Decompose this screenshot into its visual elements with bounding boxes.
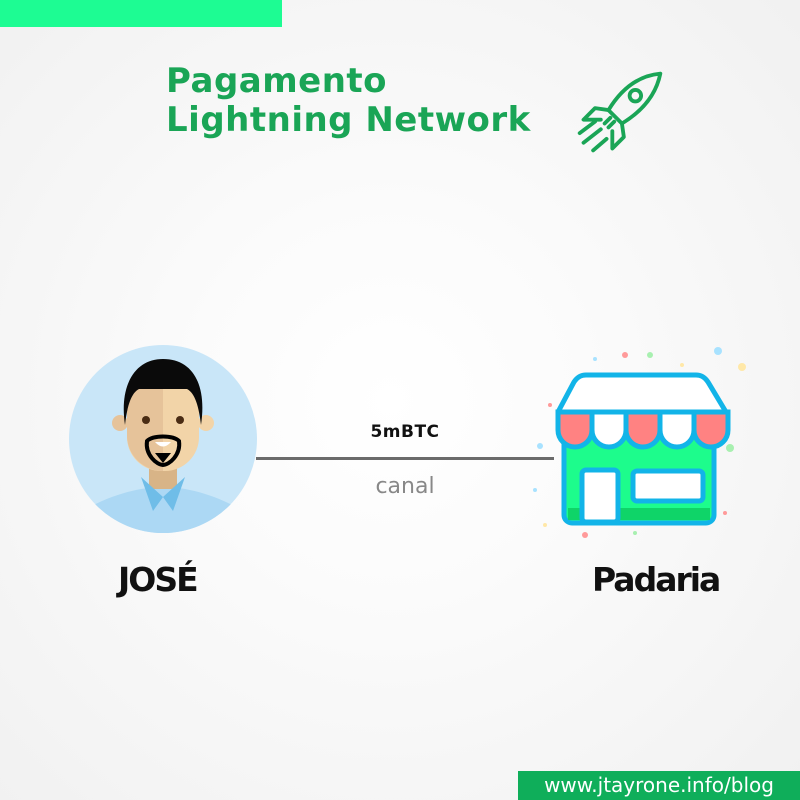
node-label-padaria: Padaria xyxy=(592,560,721,599)
shop-icon xyxy=(533,347,746,538)
jose-avatar xyxy=(69,345,257,533)
page-title: Pagamento Lightning Network xyxy=(166,62,531,140)
title-line-2: Lightning Network xyxy=(166,100,531,140)
top-accent-bar xyxy=(0,0,282,27)
title-line-1: Pagamento xyxy=(166,61,388,101)
rocket-icon xyxy=(577,71,663,153)
confetti-dots xyxy=(533,347,746,538)
channel-line xyxy=(256,457,554,460)
footer-url[interactable]: www.jtayrone.info/blog xyxy=(518,771,800,800)
channel-label: canal xyxy=(375,474,435,499)
node-label-jose: JOSÉ xyxy=(118,560,199,599)
channel-amount: 5mBTC xyxy=(370,422,440,442)
